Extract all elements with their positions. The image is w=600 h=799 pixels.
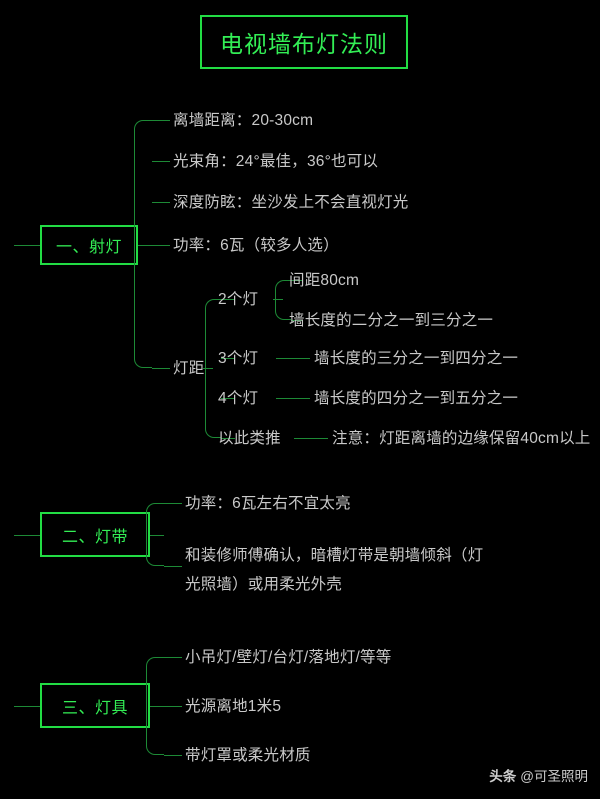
connector-leaf-3-3 xyxy=(164,755,182,756)
node-label-spotlight: 一、射灯 xyxy=(55,239,122,256)
connector-leaf-spacing-1 xyxy=(221,299,235,300)
connector-four-lights-link xyxy=(276,398,310,399)
connector-leaf-1-1 xyxy=(152,120,170,121)
node-two-lights[interactable]: 2个灯 xyxy=(218,291,259,308)
node-edge-margin-note[interactable]: 注意：灯距离墙的边缘保留40cm以上 xyxy=(332,430,591,447)
node-strip-wattage[interactable]: 功率：6瓦左右不宜太亮 xyxy=(185,495,351,512)
node-shade-material[interactable]: 带灯罩或柔光材质 xyxy=(185,747,311,764)
connector-leaf-1-5 xyxy=(152,368,170,369)
watermark-logo: 头条 xyxy=(489,769,517,784)
node-four-lights-ratio[interactable]: 墙长度的四分之一到五分之一 xyxy=(314,390,519,407)
watermark-handle: @可圣照明 xyxy=(520,769,588,784)
connector-leaf-1-4 xyxy=(152,245,170,246)
connector-spine-spotlight xyxy=(134,120,152,368)
connector-three-lights-link xyxy=(276,358,310,359)
node-label-lightstrip: 二、灯带 xyxy=(61,528,128,546)
node-two-lights-spacing[interactable]: 间距80cm xyxy=(289,272,360,289)
node-section-luminaire[interactable]: 三、灯具 xyxy=(40,683,150,728)
node-strip-installation-note[interactable]: 和装修师傅确认，暗槽灯带是朝墙倾斜（灯光照墙）或用柔光外壳 xyxy=(185,547,484,593)
connector-root-stub-1 xyxy=(14,245,40,246)
connector-leaf-two-lights-2 xyxy=(291,320,303,321)
connector-root-stub-3 xyxy=(14,706,40,707)
node-three-lights-ratio[interactable]: 墙长度的三分之一到四分之一 xyxy=(314,350,519,367)
node-section-lightstrip[interactable]: 二、灯带 xyxy=(40,512,150,557)
connector-root-stub-2 xyxy=(14,535,40,536)
connector-out-stub-spacing xyxy=(203,368,213,369)
node-distance-from-wall[interactable]: 离墙距离：20-30cm xyxy=(173,112,314,129)
node-three-lights[interactable]: 3个灯 xyxy=(218,350,259,367)
connector-leaf-two-lights-1 xyxy=(291,280,303,281)
node-light-spacing[interactable]: 灯距 xyxy=(173,360,205,377)
node-label-luminaire: 三、灯具 xyxy=(61,699,128,717)
mindmap-title-box: 电视墙布灯法则 xyxy=(200,15,408,69)
node-two-lights-ratio[interactable]: 墙长度的二分之一到三分之一 xyxy=(289,312,494,329)
node-wattage[interactable]: 功率：6瓦（较多人选） xyxy=(173,237,339,254)
connector-out-stub-3 xyxy=(150,706,164,707)
connector-spine-lightstrip xyxy=(146,503,164,566)
connector-leaf-2-2 xyxy=(164,566,182,567)
connector-out-stub-1 xyxy=(138,245,152,246)
connector-leaf-1-3 xyxy=(152,202,170,203)
node-and-so-on[interactable]: 以此类推 xyxy=(218,430,281,447)
page-title: 电视墙布灯法则 xyxy=(220,31,388,57)
node-four-lights[interactable]: 4个灯 xyxy=(218,390,259,407)
connector-out-stub-two-lights xyxy=(273,299,283,300)
connector-spine-luminaire xyxy=(146,657,164,755)
node-section-spotlight[interactable]: 一、射灯 xyxy=(40,225,138,265)
connector-and-so-on-link xyxy=(294,438,328,439)
connector-leaf-spacing-3 xyxy=(221,398,235,399)
connector-leaf-1-2 xyxy=(152,161,170,162)
node-luminaire-types[interactable]: 小吊灯/壁灯/台灯/落地灯/等等 xyxy=(185,649,392,666)
connector-spine-two-lights xyxy=(275,280,291,320)
connector-leaf-spacing-4 xyxy=(221,438,235,439)
connector-leaf-3-1 xyxy=(164,657,182,658)
node-beam-angle[interactable]: 光束角：24°最佳，36°也可以 xyxy=(173,153,379,170)
watermark: 头条@可圣照明 xyxy=(489,765,588,785)
connector-spine-spacing xyxy=(205,299,221,438)
node-anti-glare[interactable]: 深度防眩：坐沙发上不会直视灯光 xyxy=(173,194,409,211)
connector-out-stub-2 xyxy=(150,535,164,536)
node-source-height[interactable]: 光源离地1米5 xyxy=(185,698,282,715)
connector-leaf-spacing-2 xyxy=(221,358,235,359)
connector-leaf-3-2 xyxy=(164,706,182,707)
connector-leaf-2-1 xyxy=(164,503,182,504)
